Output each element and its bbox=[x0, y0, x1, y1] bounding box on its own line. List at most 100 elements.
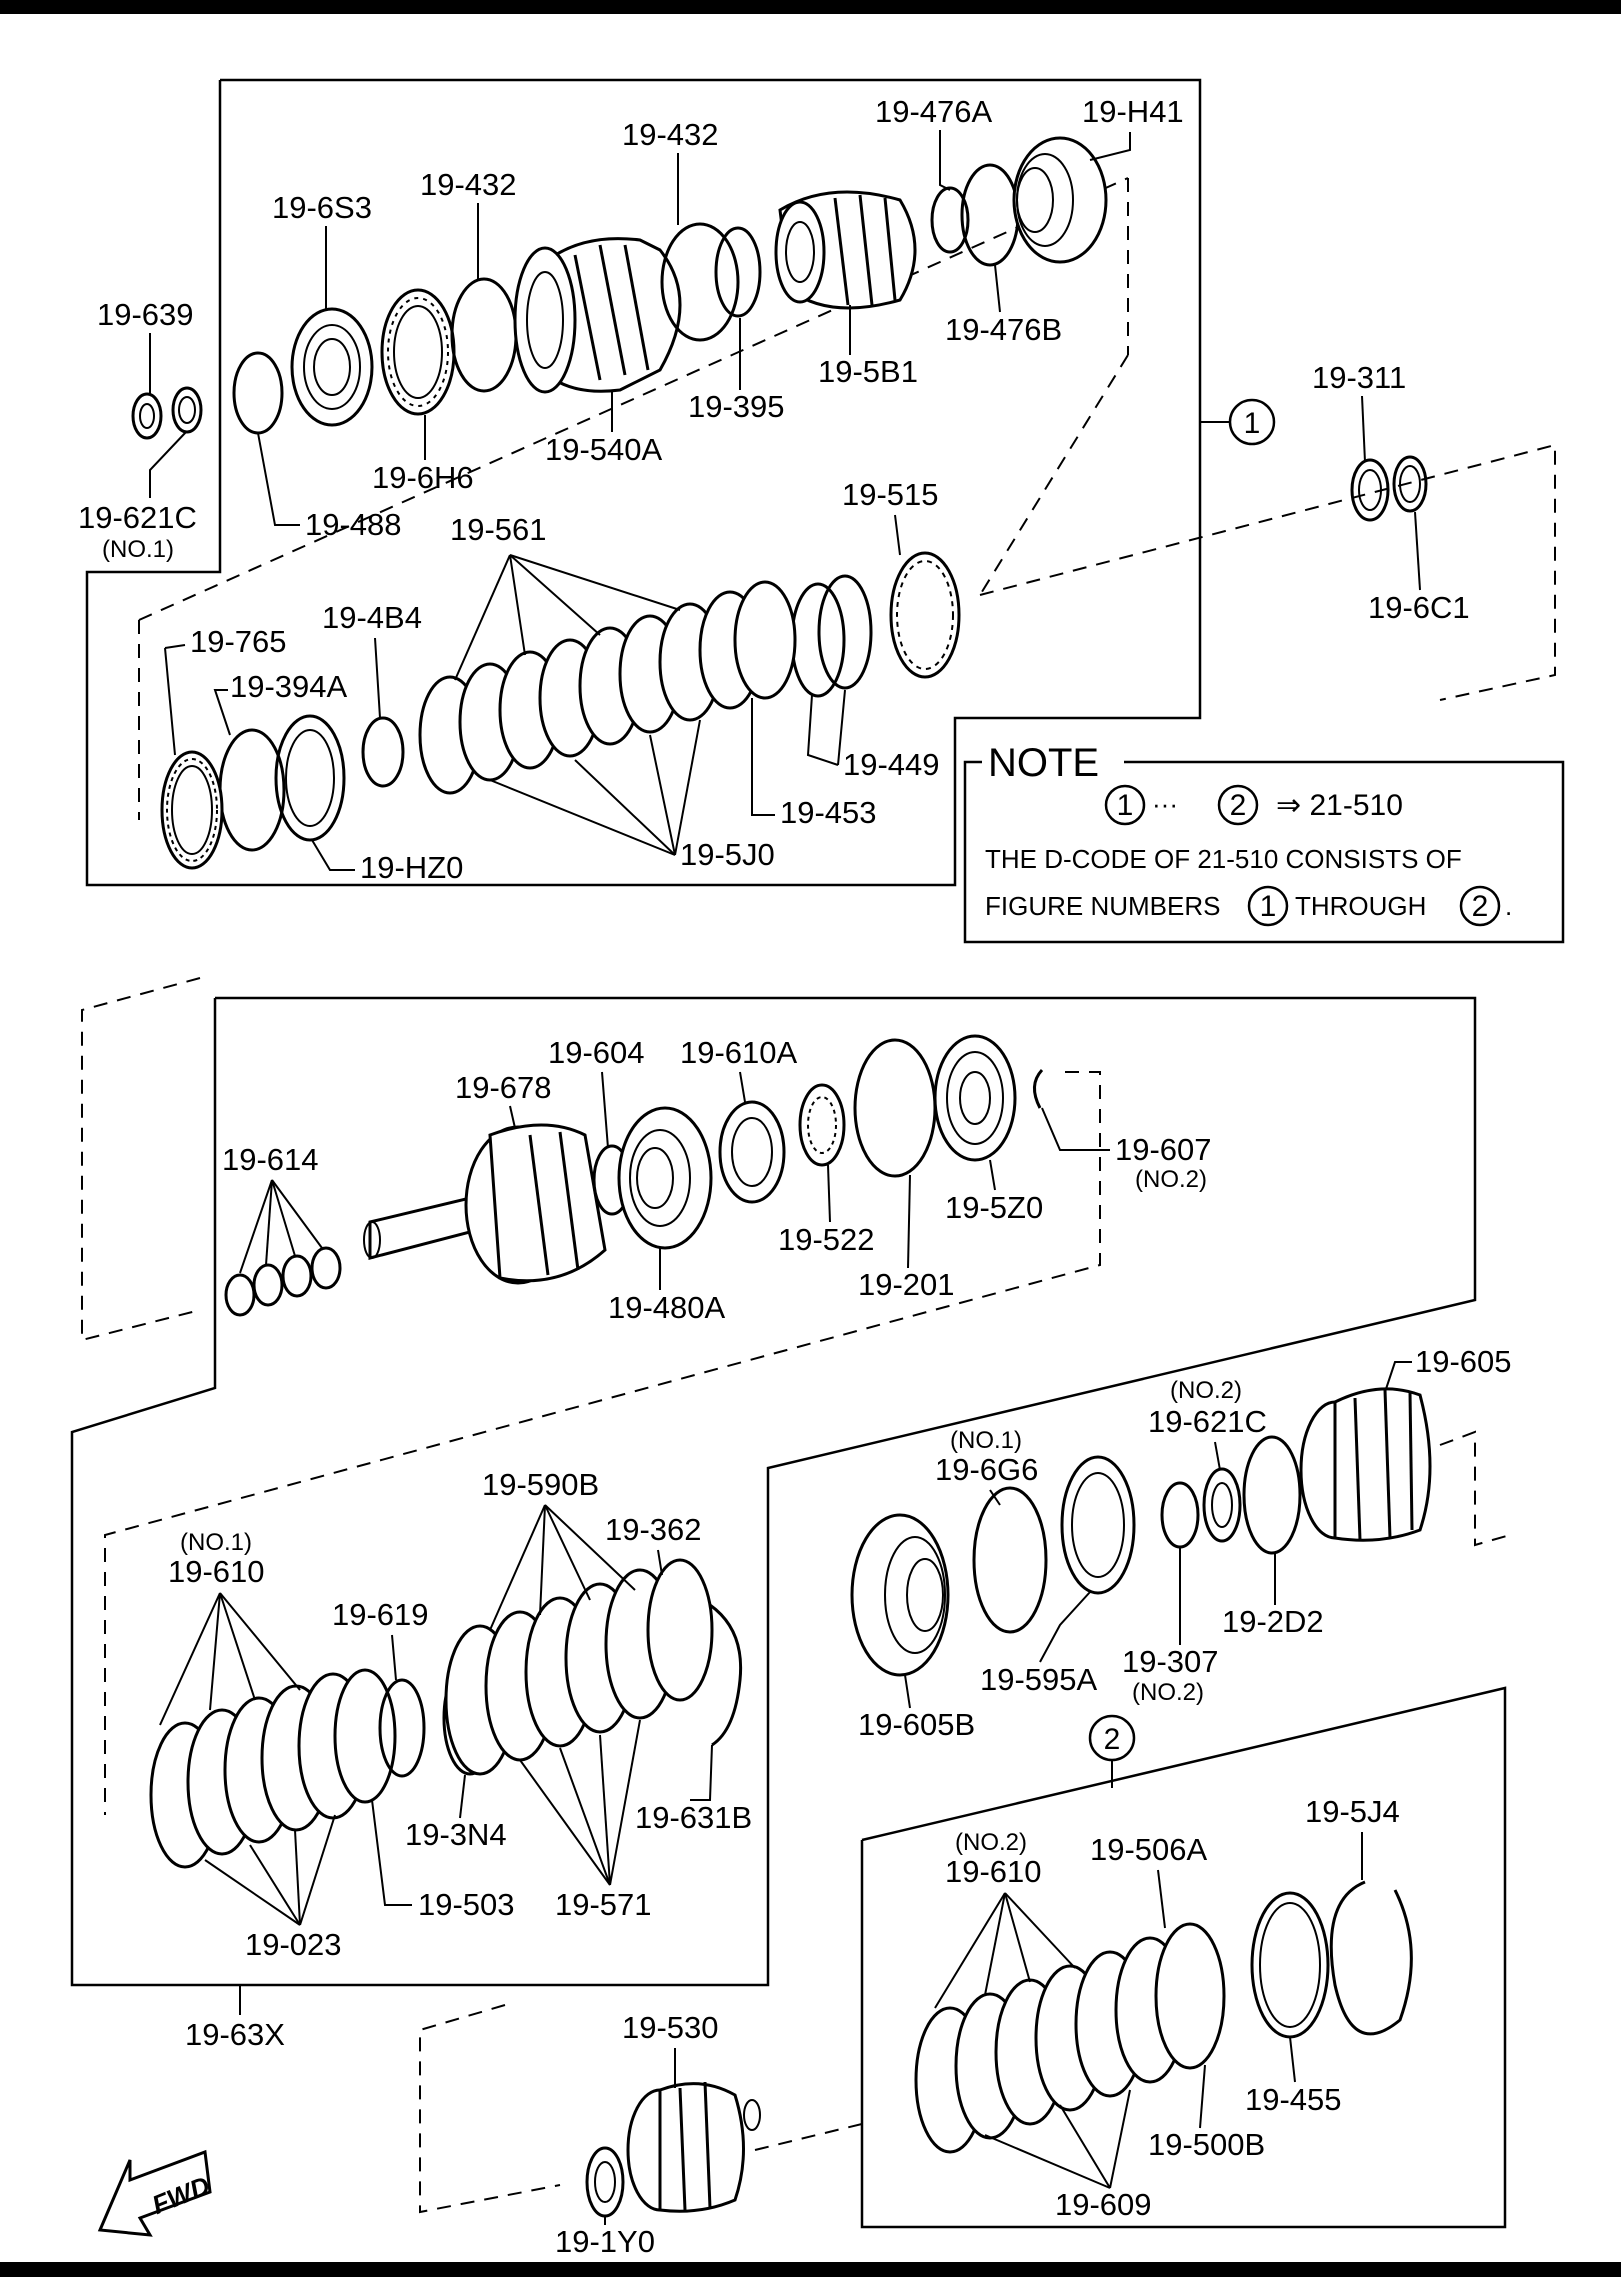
bottom-border-bar bbox=[0, 2262, 1621, 2277]
leader-fan-609 bbox=[984, 2089, 1131, 2189]
middle-dashed-outline-left bbox=[81, 977, 201, 1342]
clutch-plates-610-no2 bbox=[914, 1922, 1226, 2154]
label-19-614: 19-614 bbox=[222, 1142, 319, 1177]
label-19-6G6-no1-sub: (NO.1) bbox=[950, 1427, 1022, 1454]
bearing-6H6 bbox=[380, 288, 456, 416]
clutch-plates-590B bbox=[444, 1558, 714, 1776]
leader-fan-610-no2 bbox=[934, 1892, 1076, 2009]
seal-394A bbox=[218, 728, 286, 852]
label-19-HZ0: 19-HZ0 bbox=[360, 850, 463, 885]
gear-595A bbox=[1060, 1455, 1136, 1595]
clutch-hub-5B1 bbox=[774, 190, 917, 310]
lower-right-dashed-outline bbox=[1439, 1430, 1511, 1547]
label-19-590B: 19-590B bbox=[482, 1467, 599, 1502]
middle-group-frame bbox=[70, 996, 1477, 1987]
label-19-610-no2-sub: (NO.2) bbox=[955, 1829, 1027, 1856]
label-19-5J4: 19-5J4 bbox=[1305, 1794, 1400, 1829]
shaft-assembly bbox=[363, 1123, 607, 1285]
label-19-500B: 19-500B bbox=[1148, 2127, 1265, 2162]
rings-614 bbox=[224, 1246, 342, 1317]
carrier-5Z0 bbox=[933, 1034, 1017, 1162]
label-19-631B: 19-631B bbox=[635, 1800, 752, 1835]
label-19-610-no1-sub: (NO.1) bbox=[180, 1529, 252, 1556]
label-19-540A: 19-540A bbox=[545, 432, 663, 467]
label-19-610A: 19-610A bbox=[680, 1035, 798, 1070]
leader-fan-5J0 bbox=[489, 719, 701, 856]
piston-HZ0 bbox=[274, 714, 346, 842]
snap-ring-515 bbox=[889, 551, 961, 679]
note-line-3b: THROUGH bbox=[1295, 891, 1426, 921]
label-19-605: 19-605 bbox=[1415, 1344, 1512, 1379]
label-19-476A: 19-476A bbox=[875, 94, 993, 129]
label-19-561: 19-561 bbox=[450, 512, 547, 547]
snap-ring-607 bbox=[1033, 1068, 1044, 1109]
snap-ring-4B4 bbox=[361, 716, 405, 788]
drum-530 bbox=[626, 2081, 761, 2213]
note-box: NOTE 1 ··· 2 ⇒ 21-510 THE D-CODE OF 21-5… bbox=[963, 738, 1565, 944]
label-19-307: 19-307 bbox=[1122, 1644, 1219, 1679]
label-19-4B4: 19-4B4 bbox=[322, 600, 422, 635]
label-19-432-right: 19-432 bbox=[622, 117, 719, 152]
label-19-488: 19-488 bbox=[305, 507, 402, 542]
leader-fan-614 bbox=[239, 1179, 323, 1274]
piston-455 bbox=[1250, 1891, 1330, 2039]
washer-1Y0 bbox=[585, 2146, 625, 2218]
washer-307 bbox=[1160, 1481, 1200, 1549]
svg-text:1: 1 bbox=[1260, 890, 1277, 923]
label-19-609: 19-609 bbox=[1055, 2187, 1152, 2222]
label-19-765: 19-765 bbox=[190, 624, 287, 659]
leader-fan-610-no1 bbox=[159, 1592, 301, 1726]
label-19-480A: 19-480A bbox=[608, 1290, 726, 1325]
label-19-394A: 19-394A bbox=[230, 669, 348, 704]
leader-fan-590B bbox=[489, 1504, 636, 1631]
leader-fan-023 bbox=[204, 1814, 336, 1926]
label-19-595A: 19-595A bbox=[980, 1662, 1098, 1697]
label-19-H41: 19-H41 bbox=[1082, 94, 1184, 129]
label-19-3N4: 19-3N4 bbox=[405, 1817, 507, 1852]
note-title: NOTE bbox=[988, 741, 1099, 785]
gear-480A bbox=[617, 1106, 713, 1250]
bearing-639 bbox=[131, 386, 203, 440]
note-arrow-ref: ⇒ 21-510 bbox=[1276, 789, 1403, 822]
snap-ring-488 bbox=[232, 351, 284, 435]
label-19-607: 19-607 bbox=[1115, 1132, 1212, 1167]
label-19-201: 19-201 bbox=[858, 1267, 955, 1302]
drum-605 bbox=[1299, 1387, 1432, 1542]
seal-ring-432-left bbox=[450, 277, 518, 393]
label-19-395: 19-395 bbox=[688, 389, 785, 424]
plate-6G6 bbox=[972, 1486, 1048, 1634]
label-19-453: 19-453 bbox=[780, 795, 877, 830]
bottom-left-dashed-outline bbox=[419, 2004, 561, 2214]
seal-476A bbox=[930, 186, 970, 254]
label-19-503: 19-503 bbox=[418, 1887, 515, 1922]
drum-605B bbox=[850, 1513, 950, 1677]
label-19-621C-no2-sub: (NO.2) bbox=[1170, 1377, 1242, 1404]
bottom-right-group-frame bbox=[860, 1686, 1507, 2229]
label-19-530: 19-530 bbox=[622, 2010, 719, 2045]
drum-540A bbox=[513, 237, 682, 394]
svg-text:.: . bbox=[1505, 891, 1512, 921]
seal-ring-201 bbox=[853, 1038, 937, 1178]
svg-text:1: 1 bbox=[1244, 407, 1261, 440]
label-19-5Z0: 19-5Z0 bbox=[945, 1190, 1043, 1225]
spring-765 bbox=[160, 750, 224, 870]
label-19-610-no2: 19-610 bbox=[945, 1854, 1042, 1889]
label-19-619: 19-619 bbox=[332, 1597, 429, 1632]
upper-group-frame bbox=[85, 78, 1202, 887]
snap-ring-619 bbox=[378, 1678, 426, 1778]
snap-ring-395 bbox=[714, 226, 762, 318]
bearing-621C-no2 bbox=[1202, 1467, 1242, 1543]
label-19-515: 19-515 bbox=[842, 477, 939, 512]
svg-text:2: 2 bbox=[1230, 789, 1247, 822]
right-dashed-outline-311 bbox=[979, 443, 1556, 701]
label-19-6H6: 19-6H6 bbox=[372, 460, 474, 495]
label-19-6G6: 19-6G6 bbox=[935, 1452, 1038, 1487]
label-19-455: 19-455 bbox=[1245, 2082, 1342, 2117]
figure-circle-2: 2 bbox=[1088, 1714, 1136, 1788]
label-19-023: 19-023 bbox=[245, 1927, 342, 1962]
seal-476B bbox=[960, 163, 1020, 267]
middle-dashed-outline bbox=[104, 1071, 1101, 1815]
leader-fan-561 bbox=[454, 554, 681, 681]
top-border-bar bbox=[0, 0, 1621, 14]
